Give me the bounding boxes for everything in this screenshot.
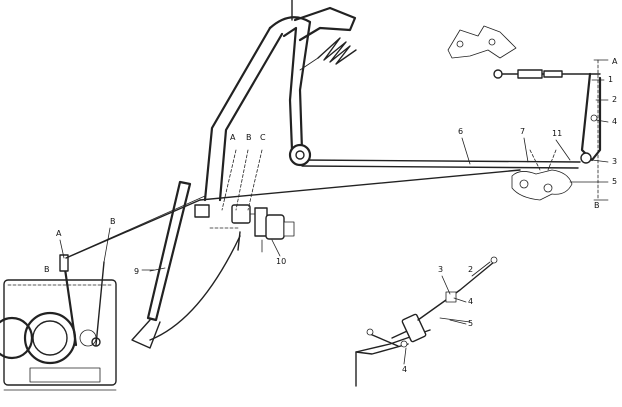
label-d4b: 4 (402, 365, 407, 374)
cable-connector (194, 204, 295, 253)
engine-block (0, 279, 117, 391)
label-d3: 3 (438, 265, 443, 274)
label-pos-a: A (230, 133, 236, 142)
label-3: 3 (612, 157, 617, 166)
pedal-positions (221, 149, 263, 211)
label-section-b: B (594, 201, 600, 210)
long-rods (65, 159, 581, 259)
label-d2: 2 (468, 265, 473, 274)
label-d5: 5 (468, 319, 473, 328)
pedal-arm (203, 0, 357, 202)
label-7: 7 (520, 127, 525, 136)
label-9: 9 (134, 267, 139, 276)
label-5: 5 (612, 177, 617, 186)
label-2: 2 (612, 95, 617, 104)
label-11: 11 (552, 129, 562, 138)
label-left-b: B (110, 217, 116, 226)
label-section-a: A (612, 57, 618, 66)
bellcrank (493, 59, 609, 201)
label-1: 1 (608, 75, 613, 84)
detail-view (355, 256, 498, 387)
leader-lines (141, 79, 609, 365)
label-d4: 4 (468, 297, 473, 306)
engine-levers (59, 227, 111, 347)
label-left-a: A (56, 229, 62, 238)
labels: A B 1 2 4 3 5 6 7 11 A B C A B B 9 10 3 … (44, 57, 618, 374)
label-4-top: 4 (612, 117, 617, 126)
label-pos-c: C (260, 133, 266, 142)
label-pos-b: B (246, 133, 252, 142)
pedal (131, 180, 241, 349)
label-left-b2: B (44, 265, 50, 274)
label-10: 10 (276, 257, 286, 266)
ghost-bracket (447, 25, 517, 59)
label-6: 6 (458, 127, 463, 136)
